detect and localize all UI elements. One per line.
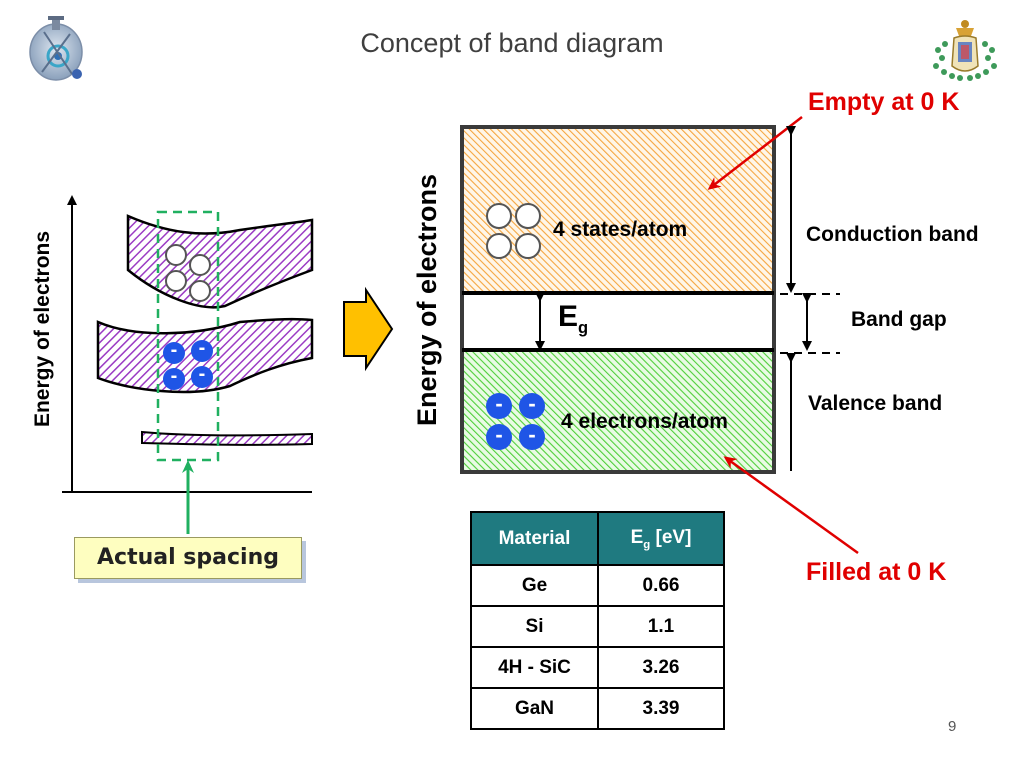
conduction-band-label: Conduction band xyxy=(806,223,979,246)
table-header-row: Material Eg [eV] xyxy=(470,511,725,566)
table-row: GaN 3.39 xyxy=(470,687,725,730)
gap-cell: 3.39 xyxy=(597,687,725,730)
eg-subscript: g xyxy=(578,319,589,337)
left-y-axis-label: Energy of electrons xyxy=(31,230,54,428)
band-gap-table: Material Eg [eV] Ge 0.66 Si 1.1 4H - SiC… xyxy=(470,511,725,730)
filled-arrow xyxy=(723,456,859,555)
table-row: 4H - SiC 3.26 xyxy=(470,646,725,689)
filled-at-0k-label: Filled at 0 K xyxy=(806,558,947,586)
page-number: 9 xyxy=(948,718,957,735)
left-logo-icon xyxy=(29,16,83,81)
band-gap-label: Band gap xyxy=(851,308,947,331)
material-cell: GaN xyxy=(470,687,599,730)
actual-spacing-callout: Actual spacing xyxy=(74,537,302,579)
eg-symbol: E xyxy=(558,300,579,333)
right-logo-icon xyxy=(933,20,997,81)
valence-band-label: Valence band xyxy=(808,392,943,415)
material-cell: Si xyxy=(470,605,599,648)
electron-sign: - xyxy=(198,363,206,385)
electron-sign: - xyxy=(170,365,178,387)
material-cell: 4H - SiC xyxy=(470,646,599,689)
gap-cell: 0.66 xyxy=(597,564,725,607)
gap-cell: 3.26 xyxy=(597,646,725,689)
slide-title: Concept of band diagram xyxy=(360,28,664,58)
table-row: Ge 0.66 xyxy=(470,564,725,607)
right-empty-states xyxy=(486,203,541,259)
left-empty-states xyxy=(165,244,211,302)
electron-sign: - xyxy=(528,391,536,416)
material-cell: Ge xyxy=(470,564,599,607)
right-electrons xyxy=(486,393,545,450)
band-brackets xyxy=(780,126,840,471)
left-bands xyxy=(96,214,314,446)
right-y-axis-label: Energy of electrons xyxy=(412,173,442,427)
electron-sign: - xyxy=(170,339,178,361)
transition-arrow-icon xyxy=(343,286,394,372)
valence-electrons-label: 4 electrons/atom xyxy=(561,410,728,433)
band-boxes xyxy=(460,125,776,474)
electron-sign: - xyxy=(495,391,503,416)
gap-column-header: Eg [eV] xyxy=(597,511,725,566)
conduction-states-label: 4 states/atom xyxy=(553,218,688,241)
empty-at-0k-label: Empty at 0 K xyxy=(808,88,960,116)
left-electrons xyxy=(163,340,213,390)
table-row: Si 1.1 xyxy=(470,605,725,648)
electron-sign: - xyxy=(528,422,536,447)
gap-cell: 1.1 xyxy=(597,605,725,648)
material-column-header: Material xyxy=(470,511,599,566)
electron-sign: - xyxy=(495,422,503,447)
electron-sign: - xyxy=(198,337,206,359)
eg-label: Eg xyxy=(558,300,588,338)
